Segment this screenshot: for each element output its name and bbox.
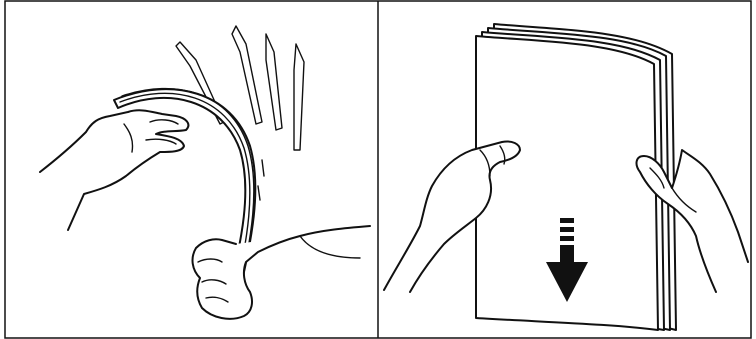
left-align-finger-lines bbox=[479, 145, 506, 177]
panel-align-paper bbox=[383, 23, 749, 331]
left-align-hand-outline bbox=[383, 140, 521, 293]
down-arrow-icon bbox=[546, 218, 588, 302]
right-lower-wrist-line bbox=[299, 235, 361, 259]
right-lower-finger-lines bbox=[197, 258, 229, 303]
left-hand-upper bbox=[39, 109, 190, 231]
left-upper-finger-lines bbox=[123, 119, 179, 153]
right-lower-hand-outline bbox=[191, 225, 371, 320]
arrow-stripe-1 bbox=[560, 218, 574, 223]
flying-sheet-2 bbox=[231, 25, 263, 125]
arrow-stripe-3 bbox=[560, 236, 574, 241]
motion-lines bbox=[175, 25, 305, 201]
flying-sheet-1 bbox=[175, 41, 225, 125]
flying-sheet-3 bbox=[265, 33, 283, 131]
panel-fan-paper bbox=[39, 25, 371, 320]
right-align-hand-outline bbox=[635, 149, 749, 293]
arrow-head bbox=[546, 262, 588, 302]
left-upper-hand-outline bbox=[39, 109, 190, 231]
arrow-shaft bbox=[560, 245, 574, 263]
flying-sheet-4 bbox=[293, 43, 305, 151]
left-hand-align bbox=[383, 140, 521, 293]
right-hand-lower bbox=[191, 225, 371, 320]
right-align-finger-lines bbox=[649, 167, 697, 213]
right-hand-align bbox=[635, 149, 749, 293]
arrow-stripe-2 bbox=[560, 227, 574, 232]
paper-stack bbox=[475, 23, 677, 331]
paper-sheet-front bbox=[475, 35, 659, 331]
